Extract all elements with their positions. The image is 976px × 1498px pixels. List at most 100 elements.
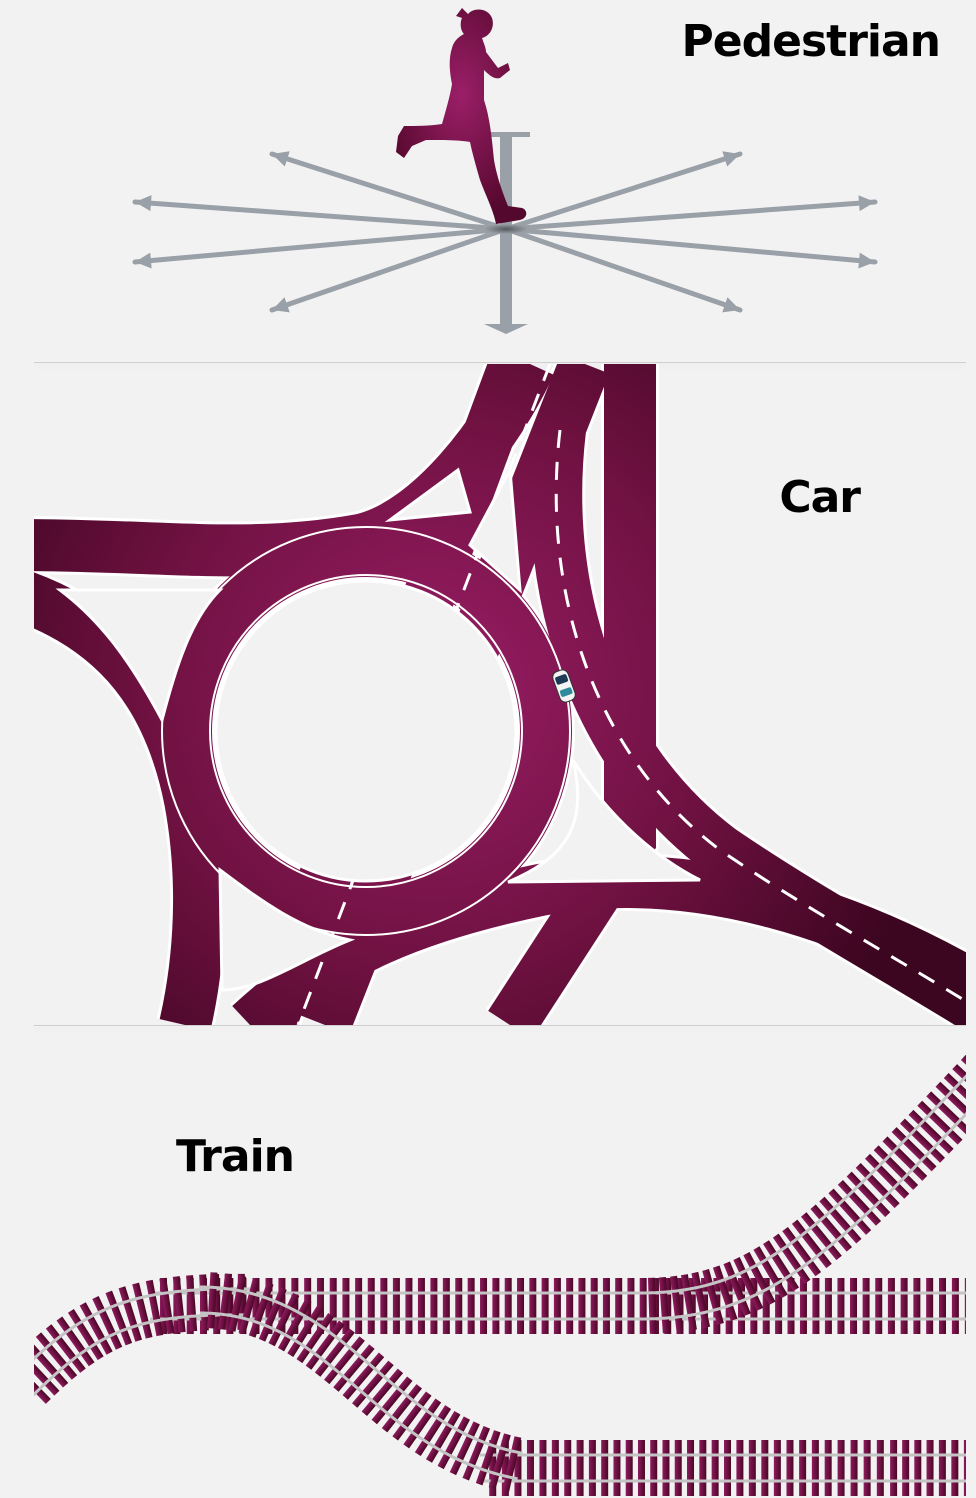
arrowhead [722,151,740,167]
rail-tie [56,1316,95,1367]
arrow-icon [503,151,743,232]
rail-tie [355,1278,363,1334]
rail-tie [34,1341,69,1388]
rail-tie [296,1313,334,1364]
rail-tie [791,1219,832,1269]
arrow-icon [269,226,509,313]
rail [34,1287,251,1361]
rail-tie [159,1277,175,1335]
rail-tie [380,1278,388,1334]
rail-tie [875,1278,883,1334]
railway-illustration [34,1054,966,1496]
rail-tie [541,1278,549,1334]
rail-tie [863,1440,871,1496]
arrowhead [272,297,290,313]
rail-tie [799,1440,807,1496]
rail-tie [442,1278,450,1334]
rail-tie [615,1278,623,1334]
rail-tie [846,1171,891,1218]
rail [200,1311,518,1481]
rail-tie [753,1246,788,1299]
rail-tie [475,1430,501,1486]
arrow-icon [269,151,509,232]
rail-tie [342,1352,385,1400]
rail-tie [502,1436,522,1493]
rail [200,1285,523,1455]
rail-tie [914,1440,922,1496]
rail-tie [799,1278,807,1334]
rail-tie [305,1320,345,1370]
rail-tie [553,1278,561,1334]
rail-tie [488,1433,511,1490]
rail-tie [913,1278,921,1334]
rail-tie [352,1360,394,1408]
rail-tie [687,1440,695,1496]
rail-tie [772,1233,811,1284]
rail-tie [801,1212,842,1261]
rail-tie [787,1278,795,1334]
rail-tie [517,1278,525,1334]
rail-tie [902,1440,910,1496]
rail-tie [864,1153,910,1199]
rail-tie [414,1405,452,1457]
rail-tie [392,1391,432,1441]
car-title: Car [779,472,861,523]
rail-tie [417,1278,425,1334]
rail-tie [773,1440,781,1496]
arrow-icon [132,199,509,232]
arrow-icon [503,199,878,232]
pedestrian-title: Pedestrian [681,16,941,67]
rail-tie [782,1226,822,1277]
rail-tie [287,1305,323,1357]
arrowhead [135,195,152,212]
rail-tie [837,1179,882,1226]
rail-tie [899,1118,945,1163]
rail-tie [35,1332,78,1380]
rail-tie [876,1440,884,1496]
rail-tie [938,1440,946,1496]
rail-tie [248,1282,274,1338]
rail-tie [662,1440,670,1496]
rail-tie [314,1328,355,1377]
train-section: Train [0,1027,976,1498]
arrow-cap [490,132,530,137]
rail-tie [887,1278,895,1334]
rail-tie [908,1109,954,1154]
rail-tie [736,1440,744,1496]
rail-tie [526,1440,534,1496]
train-title: Train [176,1131,295,1182]
rail-tie [324,1336,365,1385]
rail-tie [699,1440,707,1496]
rail-tie [403,1398,442,1449]
rail-tie [724,1440,731,1496]
rail-tie [891,1127,937,1172]
interchange-illustration [34,364,966,1025]
running-woman-icon [396,8,527,224]
arrowhead [272,151,290,167]
rail-tie [917,1100,963,1145]
rail-tie [34,1358,51,1404]
rail-tie [437,1416,470,1470]
rail-tie [564,1440,572,1496]
rail-tie [501,1440,509,1496]
rail-tie [810,1204,853,1252]
rail-tie [882,1136,928,1181]
rail-tie [367,1278,375,1334]
rail-tie [828,1188,872,1235]
rail-tie [381,1384,422,1433]
rail-tie [316,1278,324,1334]
rail-tie [811,1440,819,1496]
rail-tie [92,1295,123,1350]
rail-tie [425,1410,461,1463]
rail-tie [837,1278,845,1334]
rail-tie [489,1440,497,1496]
rail-tie [964,1278,966,1334]
rail-tie [45,1324,86,1373]
rail-tie [763,1240,800,1292]
rail-tie [539,1440,547,1496]
rail-tie [761,1440,769,1496]
rail-tie [850,1440,858,1496]
rail-tie [258,1287,287,1342]
rail-tie [748,1440,756,1496]
rail-tie [952,1064,966,1108]
